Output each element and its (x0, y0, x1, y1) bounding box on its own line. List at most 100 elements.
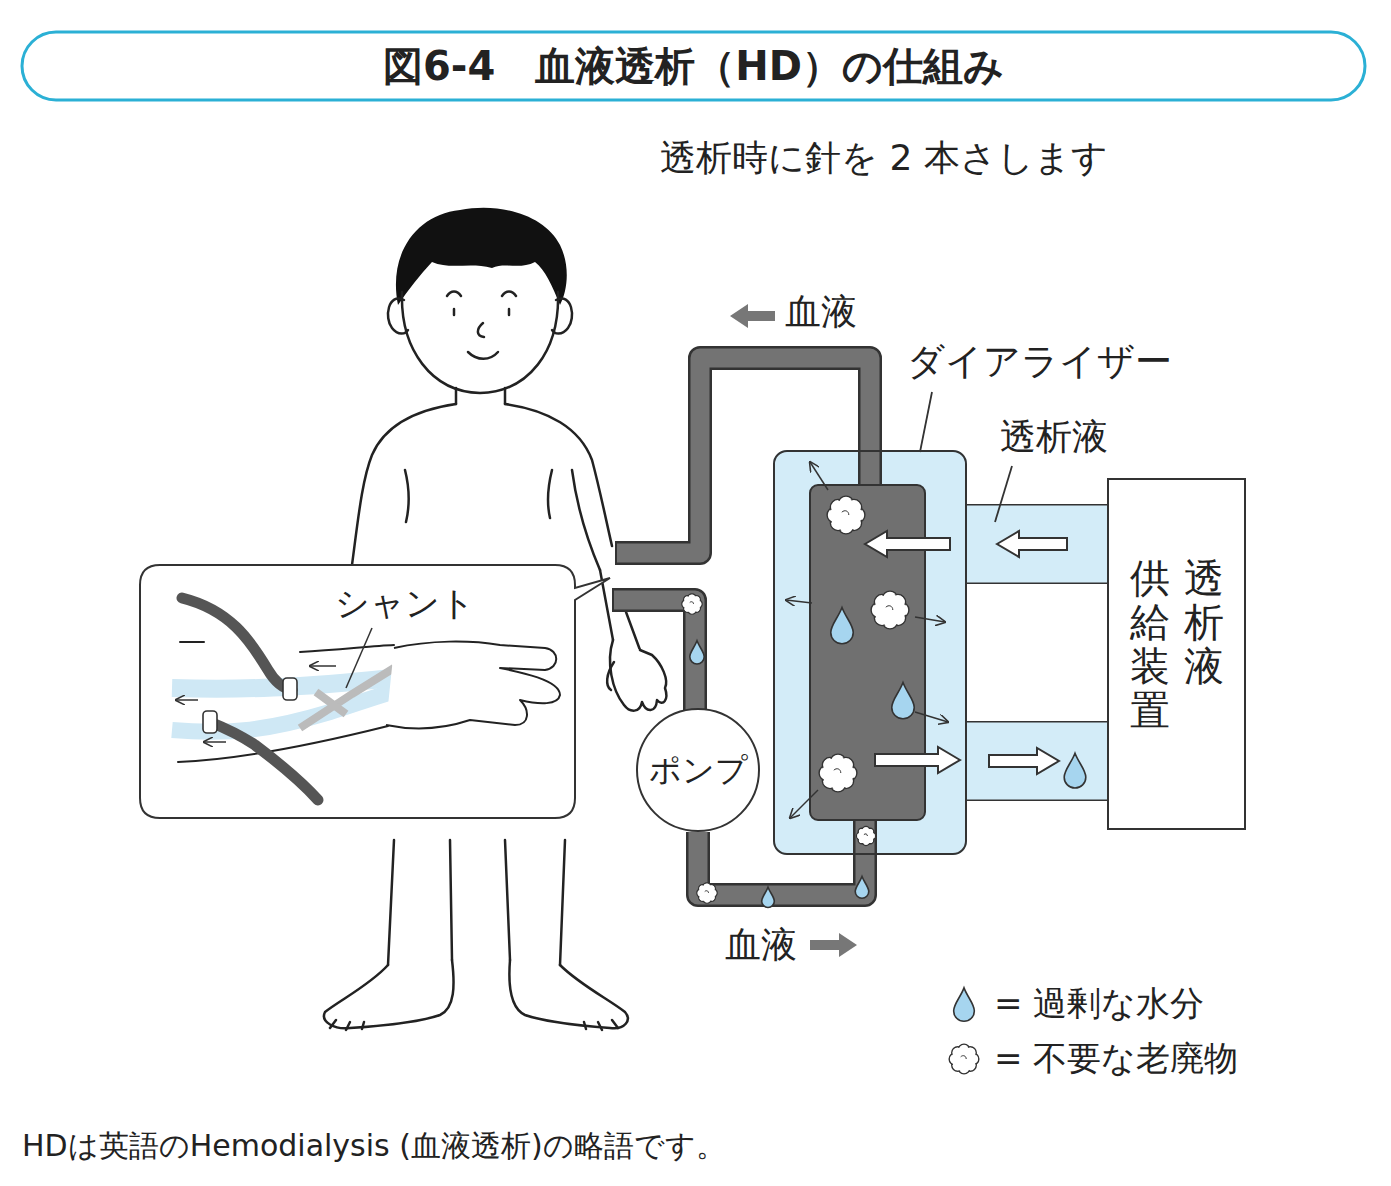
person-figure (552, 298, 572, 333)
arm-closeup (182, 598, 292, 690)
flow-label: 血液 (785, 290, 857, 333)
arm-closeup (203, 711, 217, 733)
person-figure (346, 1022, 350, 1030)
person-figure (450, 840, 452, 960)
leader-line (995, 466, 1012, 522)
dialyzer-housing: ダイアライザー (773, 450, 967, 855)
person-figure (548, 470, 552, 518)
node-label: 供給装置 (1130, 556, 1170, 732)
particles (762, 887, 775, 907)
arm-closeup (300, 645, 394, 652)
dialyzer-fill (773, 450, 967, 855)
particles (1064, 753, 1086, 788)
blood-tube (612, 600, 695, 714)
person-figure (468, 352, 498, 359)
flow-label: 血液 (725, 923, 797, 966)
person-figure (607, 662, 614, 690)
diffusion-arrow (810, 462, 828, 490)
legend-sample (942, 979, 986, 1029)
title-area: 図6-4 血液透析（HD）の仕組み (22, 32, 1365, 100)
arm-closeup (316, 692, 346, 714)
person-figure (502, 292, 516, 297)
dialysate-channel (967, 531, 1107, 557)
arm-closeup (172, 598, 560, 800)
particles (831, 608, 854, 644)
figure-caption: HDは英語のHemodialysis (血液透析)の略語です。 (22, 1128, 726, 1164)
tube-outline (698, 832, 865, 895)
person-figure (352, 404, 456, 565)
arm-closeup (178, 642, 394, 762)
person-figure (388, 840, 394, 965)
arm-closeup (210, 722, 318, 800)
legend-symbol (954, 987, 975, 1020)
blood-compartment (810, 485, 925, 820)
pump-circle: ポンプ (636, 708, 760, 832)
legend-row: = 過剰な水分 (942, 976, 1238, 1031)
person-figure (396, 208, 567, 305)
channel-outline (967, 721, 1107, 801)
person-figure (598, 1022, 602, 1030)
person-figure (509, 960, 627, 1028)
callout-outline (140, 565, 610, 818)
diffusion-arrow (915, 712, 948, 722)
particles (819, 496, 914, 792)
arm-closeup (176, 666, 336, 742)
legend-row: = 不要な老廃物 (942, 1031, 1238, 1086)
dialysate-channel (967, 748, 1107, 774)
person-figure (402, 292, 558, 393)
particles (871, 591, 909, 629)
diffusion-arrow (786, 462, 948, 818)
blood-tube (614, 600, 695, 714)
arm-closeup (346, 628, 372, 688)
figure-title: 図6-4 血液透析（HD）の仕組み (383, 42, 1004, 90)
channel-outline (967, 504, 1107, 584)
person-figure (508, 309, 511, 315)
diffusion-arrow (786, 600, 812, 603)
person-figure (362, 1022, 364, 1029)
person-figure (388, 298, 408, 333)
arrow-head (997, 531, 1067, 557)
blood-tube (698, 832, 865, 895)
channel-fill (967, 723, 1107, 800)
part-label: 透析液 (1000, 415, 1108, 458)
person-figure (612, 1020, 618, 1028)
blood-flow-arrow (810, 933, 857, 957)
arm-closeup (180, 641, 204, 643)
dialysate-supply-unit: 透析液供給装置 (1107, 478, 1246, 830)
person-figure (572, 470, 600, 570)
node-label: ポンプ (649, 751, 748, 789)
arm-closeup (300, 668, 394, 728)
diffusion-arrow (915, 617, 945, 622)
person-figure (610, 640, 666, 711)
node-label: ダイアライザー (907, 340, 1172, 384)
legend-sample (942, 1034, 986, 1084)
person-figure (505, 840, 510, 960)
diffusion-arrow (790, 790, 818, 818)
legend-text: = 過剰な水分 (994, 983, 1204, 1024)
particles (827, 496, 865, 534)
legend-text: = 不要な老廃物 (994, 1038, 1238, 1079)
title-frame (22, 32, 1365, 100)
node-label: シャント (335, 583, 475, 624)
arm-closeup (204, 741, 226, 743)
blood-tube (615, 358, 870, 553)
tube-fill (698, 832, 865, 895)
arm-closeup (310, 665, 336, 667)
arm-closeup (283, 678, 297, 700)
arm-closeup (386, 642, 560, 729)
channel-fill (967, 506, 1107, 583)
blood-tube (617, 358, 870, 553)
arrow-head (989, 748, 1059, 774)
person-figure (584, 1022, 586, 1029)
dialysate-flow-arrow (875, 747, 960, 773)
person-figure (324, 960, 454, 1028)
callout-bubble: シャント (140, 565, 575, 818)
person-figure (626, 612, 640, 650)
particles (690, 641, 704, 664)
person-figure (453, 309, 456, 315)
particles (892, 683, 915, 719)
person-figure (330, 1020, 336, 1028)
legend: = 過剰な水分 = 不要な老廃物 (942, 976, 1238, 1086)
particles (857, 827, 876, 846)
person-figure (560, 840, 565, 965)
